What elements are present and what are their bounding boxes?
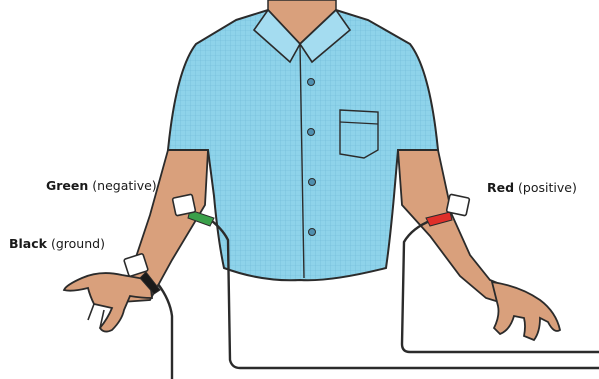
label-black-name: Black [9,236,47,251]
label-green-name: Green [46,178,88,193]
label-red-positive: Red (positive) [487,180,577,195]
electrode-pad-icon [446,194,469,216]
shirt-button [309,229,316,236]
label-green-negative: Green (negative) [46,178,157,193]
shirt-button [308,79,315,86]
black-lead-wire [158,284,172,379]
label-black-ground: Black (ground) [9,236,105,251]
label-green-role: (negative) [92,178,156,193]
label-red-role: (positive) [518,180,577,195]
right-hand [492,282,560,340]
shirt-button [309,179,316,186]
label-red-name: Red [487,180,514,195]
label-black-role: (ground) [51,236,105,251]
left-hand [64,273,152,332]
shirt-button [308,129,315,136]
electrode-pad-icon [172,194,195,216]
